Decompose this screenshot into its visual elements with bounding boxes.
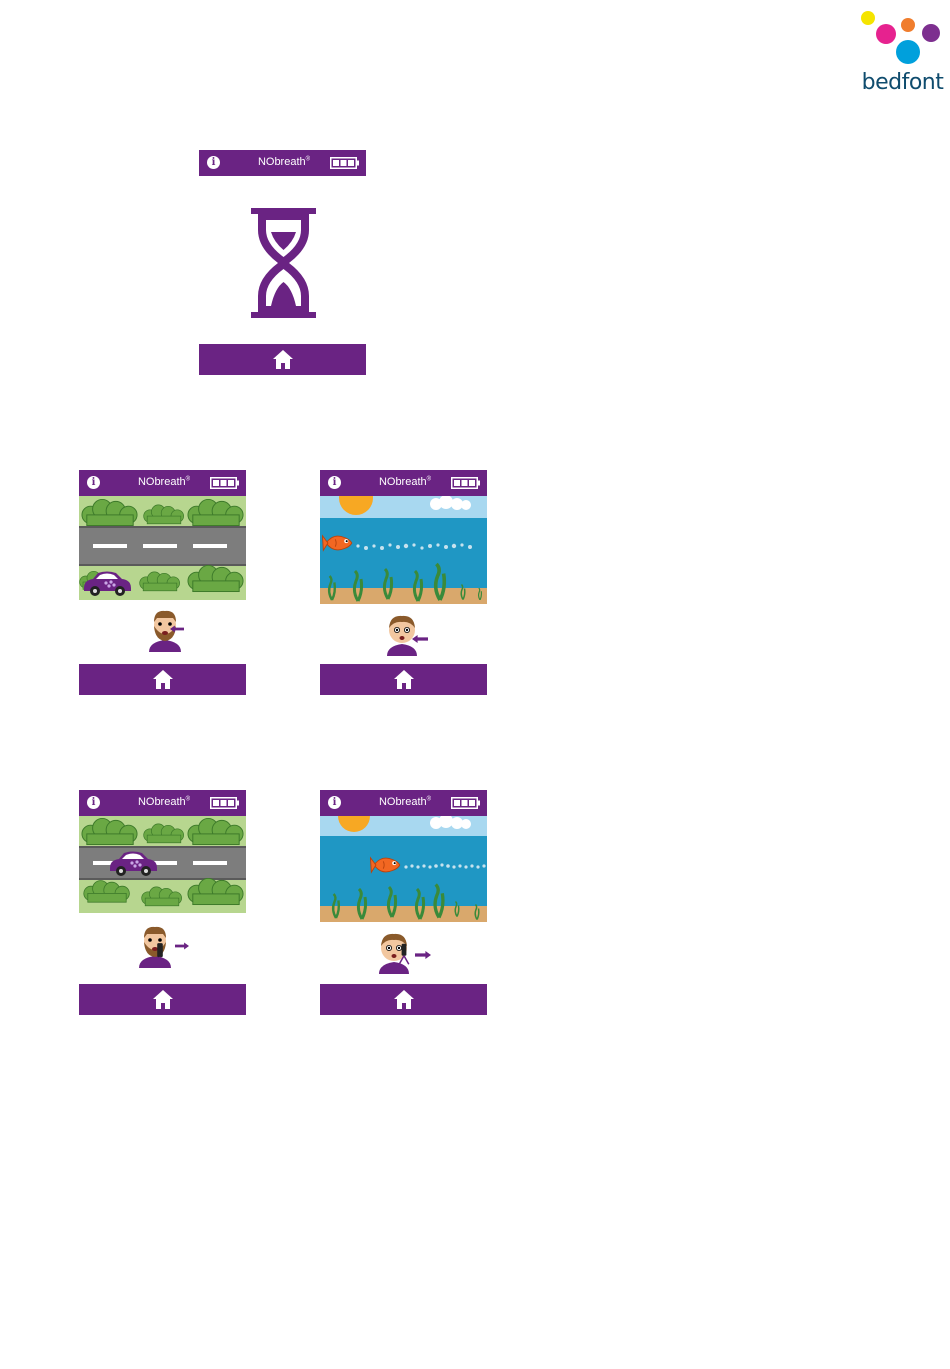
device-brand: NObreath® xyxy=(239,156,329,168)
home-icon xyxy=(393,989,415,1010)
bedfont-dots-logo xyxy=(855,8,950,70)
sea-scene-moving xyxy=(320,816,487,922)
device-screen-car-exhale: i NObreath® xyxy=(79,790,246,1015)
registered-mark: ® xyxy=(427,796,431,802)
battery-icon xyxy=(210,797,240,809)
info-icon[interactable]: i xyxy=(87,796,100,809)
hourglass-icon xyxy=(251,208,316,318)
home-button[interactable] xyxy=(199,344,366,375)
info-icon[interactable]: i xyxy=(328,476,341,489)
device-brand: NObreath® xyxy=(360,796,450,808)
registered-mark: ® xyxy=(427,476,431,482)
arrow-right-icon xyxy=(415,950,431,960)
device-screen-fish-inhale: i NObreath® xyxy=(320,470,487,695)
device-brand: NObreath® xyxy=(360,476,450,488)
status-bar: i NObreath® xyxy=(320,470,487,496)
registered-mark: ® xyxy=(306,156,310,162)
home-button[interactable] xyxy=(79,664,246,695)
battery-icon xyxy=(330,157,360,169)
registered-mark: ® xyxy=(186,796,190,802)
status-bar: i NObreath® xyxy=(79,470,246,496)
home-icon xyxy=(393,669,415,690)
brand-name: NObreath xyxy=(138,476,186,488)
arrow-right-icon xyxy=(175,942,189,950)
info-icon[interactable]: i xyxy=(328,796,341,809)
brand-name: NObreath xyxy=(379,796,427,808)
sea-scene xyxy=(320,496,487,604)
device-screen-fish-exhale: i NObreath® xyxy=(320,790,487,1015)
device-brand: NObreath® xyxy=(119,476,209,488)
home-button[interactable] xyxy=(320,984,487,1015)
bedfont-logo: bedfont xyxy=(855,8,950,100)
road-scene-moving xyxy=(79,816,246,913)
brand-name: NObreath xyxy=(138,796,186,808)
brand-name: NObreath xyxy=(258,156,306,168)
status-bar: i NObreath® xyxy=(320,790,487,816)
home-button[interactable] xyxy=(320,664,487,695)
status-bar: i NObreath® xyxy=(79,790,246,816)
device-screen-car-inhale: i NObreath® xyxy=(79,470,246,695)
road-scene xyxy=(79,496,246,600)
bedfont-wordmark: bedfont xyxy=(855,70,950,95)
character-exhale xyxy=(135,924,179,972)
battery-icon xyxy=(451,477,481,489)
home-icon xyxy=(152,669,174,690)
arrow-left-icon xyxy=(170,625,184,633)
registered-mark: ® xyxy=(186,476,190,482)
home-icon xyxy=(272,349,294,370)
device-screen-waiting: i NObreath® xyxy=(199,150,366,375)
home-button[interactable] xyxy=(79,984,246,1015)
character-exhale xyxy=(374,930,418,976)
brand-name: NObreath xyxy=(379,476,427,488)
status-bar: i NObreath® xyxy=(199,150,366,176)
info-icon[interactable]: i xyxy=(87,476,100,489)
arrow-left-icon xyxy=(412,634,428,644)
home-icon xyxy=(152,989,174,1010)
device-brand: NObreath® xyxy=(119,796,209,808)
info-icon[interactable]: i xyxy=(207,156,220,169)
battery-icon xyxy=(210,477,240,489)
battery-icon xyxy=(451,797,481,809)
